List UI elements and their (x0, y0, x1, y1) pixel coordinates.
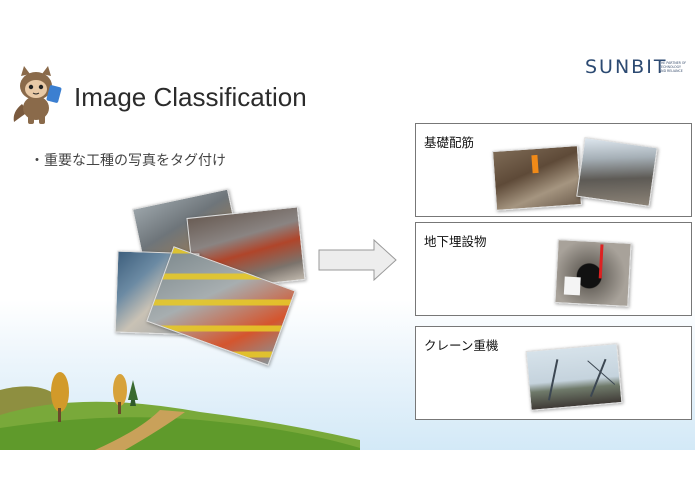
tagline-line-3: AND RELIANCE (659, 69, 683, 73)
mascot-icon (13, 66, 62, 124)
category-label: 地下埋設物 (424, 234, 487, 249)
brand-logo: SUNBIT (585, 56, 668, 78)
category-photo (576, 137, 658, 207)
tagline-line-2: TECHNOLOGY (659, 65, 681, 69)
category-box-crane: クレーン重機 (415, 326, 692, 420)
category-box-underground: 地下埋設物 (415, 222, 692, 316)
category-photo (525, 343, 623, 411)
bullet-text: ・重要な工種の写真をタグ付け (30, 153, 226, 169)
landscape-illustration (0, 372, 360, 450)
category-box-foundation: 基礎配筋 (415, 123, 692, 217)
page-title: Image Classification (74, 82, 307, 112)
brand-tagline: THE PARTNER OF TECHNOLOGY AND RELIANCE (659, 61, 686, 73)
category-label: クレーン重機 (424, 338, 499, 353)
tagline-line-1: THE PARTNER OF (659, 61, 687, 65)
category-photo (492, 145, 582, 211)
category-photo (554, 239, 632, 307)
arrow-right-icon (318, 239, 397, 281)
category-label: 基礎配筋 (424, 135, 475, 150)
